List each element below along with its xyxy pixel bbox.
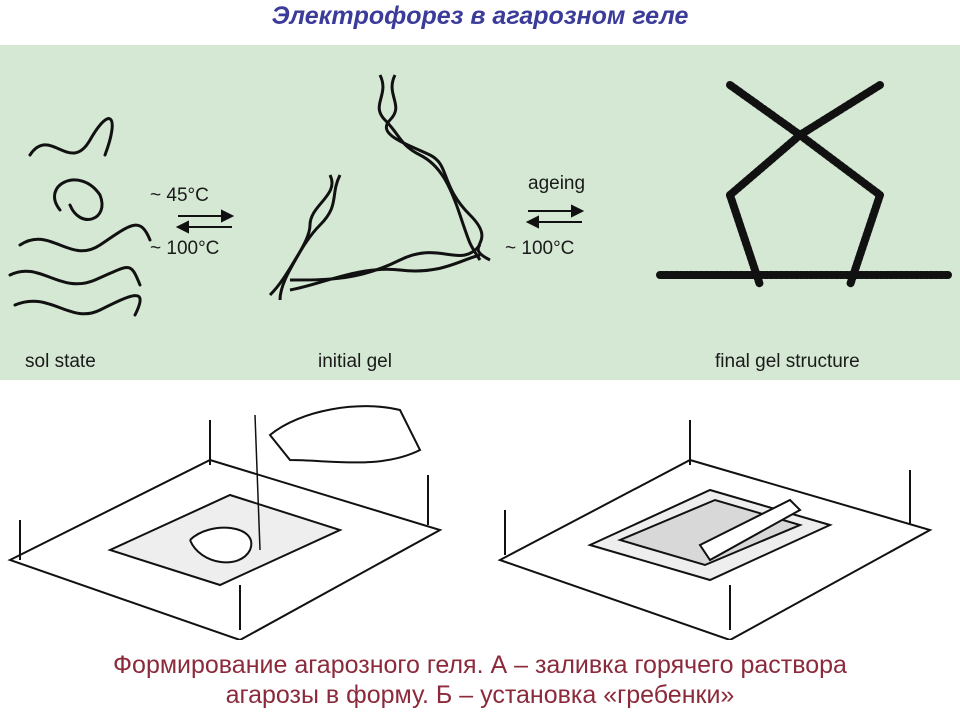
initial-gel-label: initial gel (318, 351, 392, 372)
caption-line-1: Формирование агарозного геля. А – заливк… (113, 651, 847, 679)
casting-tray-a (7, 405, 443, 642)
ageing-label: ageing (528, 173, 586, 194)
final-gel-label: final gel structure (715, 351, 860, 372)
casting-tray-b (497, 420, 933, 642)
temp-label-100-a: ~ 100°C (150, 238, 220, 259)
sol-state-label: sol state (25, 351, 96, 372)
equilibrium-arrows-1 (175, 209, 235, 234)
caption: Формирование агарозного геля. А – заливк… (0, 650, 960, 710)
gel-diagram-drawing (8, 74, 954, 317)
gel-formation-diagram: ~ 45°C ~ 100°C ageing ~ 100°C sol state … (0, 45, 960, 380)
sol-state-strands (8, 117, 152, 317)
final-gel-bundles (656, 81, 954, 289)
gel-casting-illustrations (0, 390, 960, 642)
slide-title: Электрофорез в агарозном геле (271, 2, 689, 30)
casting-trays-drawing (7, 405, 933, 642)
temp-label-45: ~ 45°C (150, 185, 209, 206)
equilibrium-arrows-2 (525, 204, 585, 229)
caption-line-2: агарозы в форму. Б – установка «гребенки… (225, 681, 735, 709)
temp-label-100-b: ~ 100°C (505, 238, 575, 259)
initial-gel-helices (268, 74, 491, 301)
